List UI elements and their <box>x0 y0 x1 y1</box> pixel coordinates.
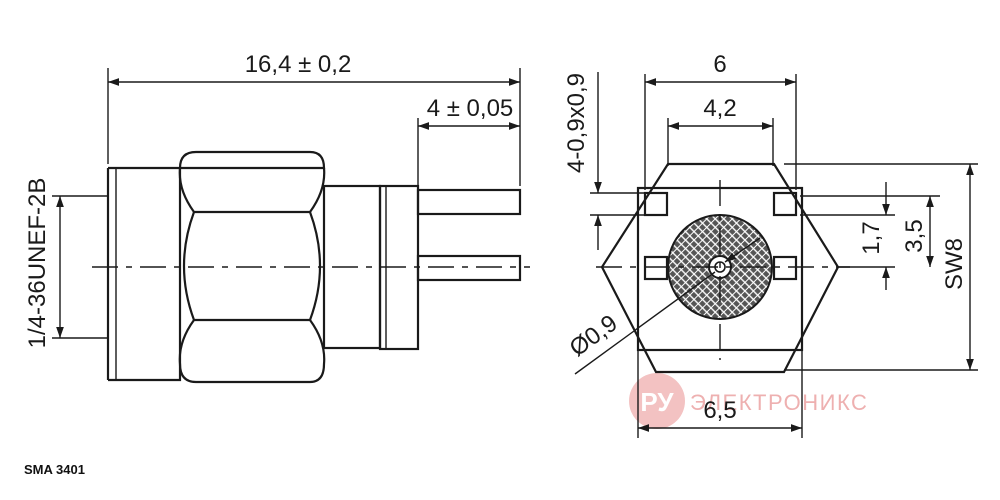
dim-wrench: SW8 <box>941 238 968 290</box>
dim-pin-size: 4-0,9x0,9 <box>563 73 590 173</box>
dim-pin-length: 4 ± 0,05 <box>427 95 514 122</box>
watermark-logo-circle <box>629 373 685 429</box>
part-label: SMA 3401 <box>24 462 85 477</box>
hex-top-facet <box>178 150 326 170</box>
pin-square-tl <box>643 191 669 217</box>
dim-pin-spacing: 4,2 <box>703 95 736 122</box>
dim-width: 6 <box>713 51 726 78</box>
dim-flange: 6,5 <box>703 397 736 424</box>
pin-upper <box>416 188 522 216</box>
dim-center-pin: Ø0,9 <box>565 310 623 362</box>
side-view: 16,4 ± 0,2 4 ± 0,05 1/4-36UNEF-2B <box>24 51 530 384</box>
dim-thread: 1/4-36UNEF-2B <box>24 178 51 349</box>
hex-upper-face <box>178 167 326 214</box>
pin-square-tr <box>772 191 798 217</box>
leader-center-pin <box>574 271 716 375</box>
watermark-logo: РУ <box>640 387 674 417</box>
dim-half-spacing: 3,5 <box>901 219 928 252</box>
leader-center-pin-tip <box>724 237 761 263</box>
dim-pin-offset: 1,7 <box>858 221 885 254</box>
pin-square-ml <box>643 255 669 281</box>
thread-body <box>108 166 182 382</box>
pin-lower <box>416 254 522 282</box>
front-view: 6 4,2 4-0,9x0,9 1,7 3,5 SW8 Ø0,9 <box>563 51 978 438</box>
watermark: РУ ЭЛЕКТРОНИКС <box>629 373 868 429</box>
dim-total-length: 16,4 ± 0,2 <box>245 51 352 78</box>
watermark-brand: ЭЛЕКТРОНИКС <box>690 390 868 415</box>
hex-middle-face <box>182 211 322 322</box>
hex-lower-face <box>178 319 326 384</box>
pin-square-mr <box>772 255 798 281</box>
